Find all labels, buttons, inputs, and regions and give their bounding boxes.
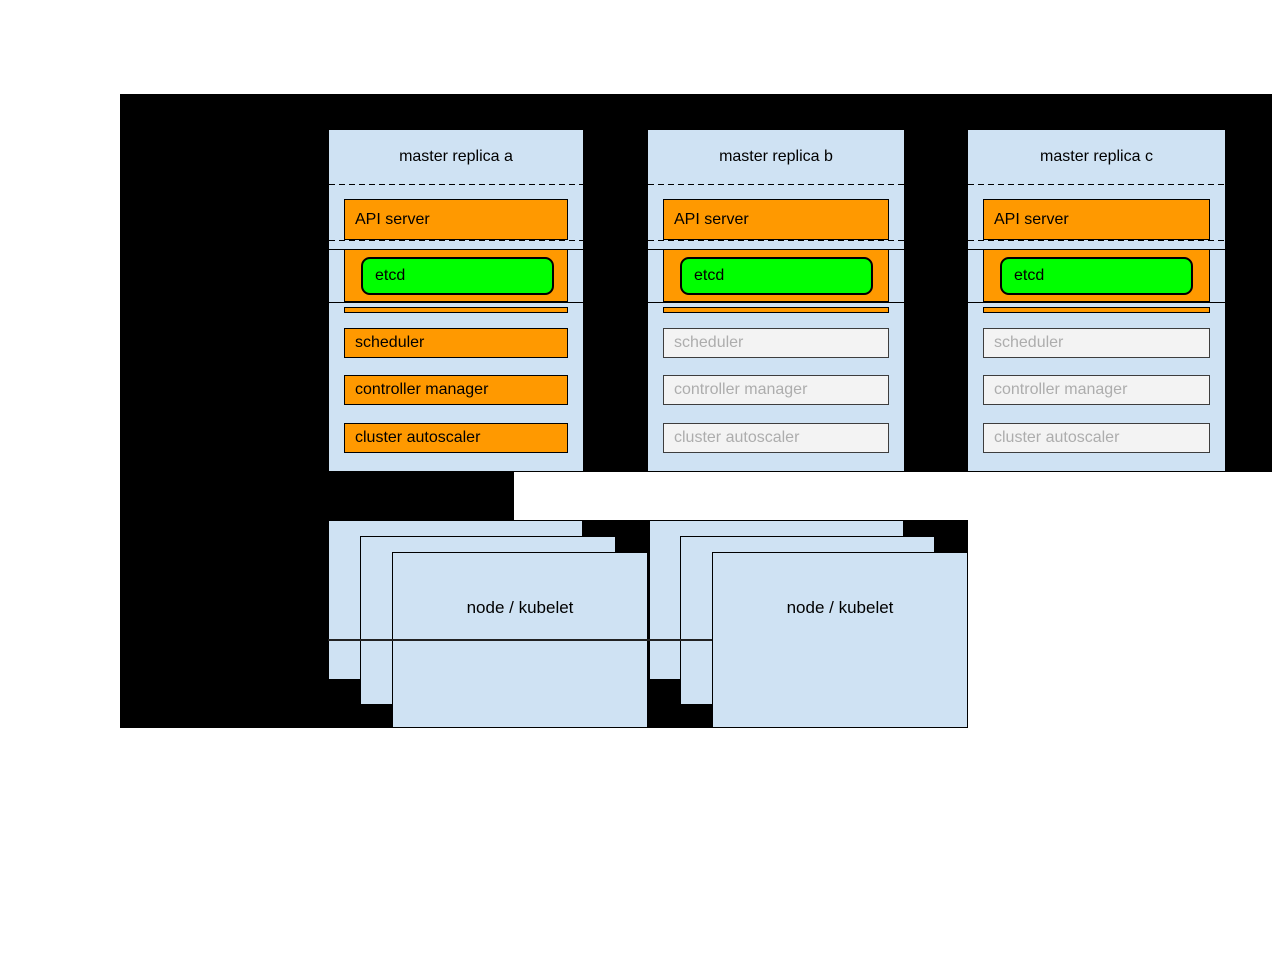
etcd-box: etcd xyxy=(361,257,554,295)
etcd-container-box: etcd xyxy=(983,249,1210,302)
etcd-cluster-line xyxy=(968,302,1225,303)
scheduler-box-inactive: scheduler xyxy=(983,328,1210,358)
scheduler-box-inactive: scheduler xyxy=(663,328,889,358)
background-block-lower-left-band xyxy=(120,472,514,520)
cluster-autoscaler-box-inactive: cluster autoscaler xyxy=(983,423,1210,453)
scheduler-box: scheduler xyxy=(344,328,568,358)
node-stack-divider-line xyxy=(328,639,712,641)
load-balancer-dashed-line xyxy=(968,184,1225,185)
etcd-container-bottom-strip xyxy=(344,307,568,313)
controller-manager-box-inactive: controller manager xyxy=(983,375,1210,405)
master-replica-b-title: master replica b xyxy=(719,148,833,165)
node-kubelet-label: node / kubelet xyxy=(466,598,574,617)
etcd-container-bottom-strip xyxy=(983,307,1210,313)
etcd-container-box: etcd xyxy=(344,249,568,302)
master-replica-a-panel: master replica a API server etcd schedul… xyxy=(329,130,583,471)
etcd-container-bottom-strip xyxy=(663,307,889,313)
master-replica-b-panel: master replica b API server etcd schedul… xyxy=(648,130,904,471)
node-kubelet-label: node / kubelet xyxy=(786,598,894,617)
load-balancer-dashed-line xyxy=(968,240,1225,241)
master-replica-c-panel: master replica c API server etcd schedul… xyxy=(968,130,1225,471)
api-server-box: API server xyxy=(663,199,889,240)
master-replica-a-title: master replica a xyxy=(399,148,513,165)
etcd-box: etcd xyxy=(680,257,873,295)
etcd-container-box: etcd xyxy=(663,249,889,302)
etcd-cluster-line xyxy=(648,302,904,303)
controller-manager-box: controller manager xyxy=(344,375,568,405)
api-server-box: API server xyxy=(344,199,568,240)
cluster-autoscaler-box: cluster autoscaler xyxy=(344,423,568,453)
master-replica-c-title: master replica c xyxy=(1040,148,1153,165)
etcd-cluster-line xyxy=(329,302,583,303)
api-server-box: API server xyxy=(983,199,1210,240)
load-balancer-dashed-line xyxy=(329,184,583,185)
etcd-box: etcd xyxy=(1000,257,1193,295)
node-stack2-front-box: node / kubelet xyxy=(712,552,968,728)
load-balancer-dashed-line xyxy=(648,240,904,241)
load-balancer-dashed-line xyxy=(329,240,583,241)
controller-manager-box-inactive: controller manager xyxy=(663,375,889,405)
cluster-autoscaler-box-inactive: cluster autoscaler xyxy=(663,423,889,453)
load-balancer-dashed-line xyxy=(648,184,904,185)
